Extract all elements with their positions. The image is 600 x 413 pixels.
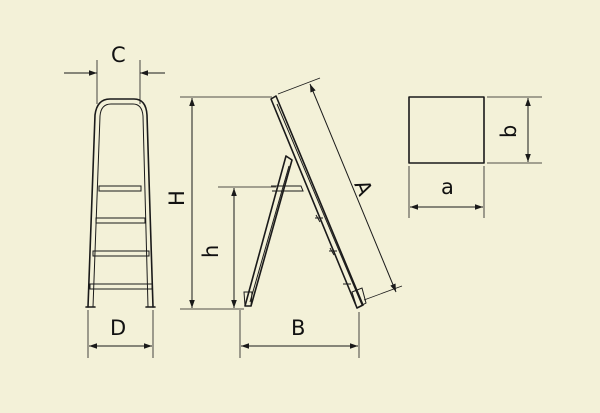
dimension-b-lower: b: [487, 96, 542, 164]
label-h-lower: h: [199, 245, 223, 258]
dimension-c: C: [64, 43, 165, 104]
label-a-lower: a: [441, 175, 454, 199]
ladder-side-view: [243, 95, 367, 309]
dimension-d: D: [87, 310, 154, 358]
label-b-upper: B: [291, 316, 305, 340]
label-b-lower: b: [497, 125, 521, 138]
label-d: D: [110, 316, 126, 340]
label-a-diagonal: A: [349, 177, 377, 200]
dimension-h-lower: h: [199, 186, 276, 308]
platform-top-view: a b: [408, 96, 542, 218]
label-c: C: [111, 43, 126, 67]
ladder-front-view: C D: [64, 43, 165, 358]
front-steps: [89, 185, 153, 290]
dimension-b-upper: B: [239, 310, 360, 358]
label-h-upper: H: [165, 190, 189, 206]
dimension-h-upper: H: [165, 96, 272, 310]
dimension-a-lower: a: [408, 166, 485, 218]
